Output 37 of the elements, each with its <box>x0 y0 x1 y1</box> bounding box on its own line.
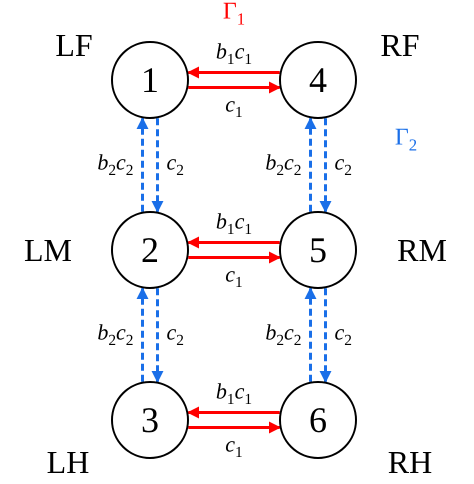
leg-label: RF <box>380 29 420 61</box>
node-circle <box>111 211 189 289</box>
dashed-arrow <box>136 117 148 212</box>
arrow <box>187 236 280 248</box>
arrow <box>188 252 281 264</box>
node-number: 2 <box>141 232 159 268</box>
dashed-arrow <box>304 117 316 212</box>
leg-label: RH <box>388 446 432 478</box>
node-circle <box>279 381 357 459</box>
node-circle <box>111 41 189 119</box>
dashed-arrow <box>320 288 332 383</box>
dashed-arrow <box>152 288 164 383</box>
edge-label: b$_{1}$c$_{1}$ <box>214 40 254 67</box>
dashed-arrow <box>136 287 148 382</box>
group-label: Γ$_{2}$ <box>394 126 418 154</box>
node-circle <box>279 211 357 289</box>
arrow <box>187 406 280 418</box>
leg-label: LM <box>24 234 72 266</box>
node-circle <box>279 41 357 119</box>
edge-label: b$_{1}$c$_{1}$ <box>214 210 254 237</box>
arrow <box>187 66 280 78</box>
dashed-arrow <box>320 118 332 213</box>
dashed-arrow <box>304 287 316 382</box>
node-number: 1 <box>141 62 159 98</box>
node-number: 5 <box>309 232 327 268</box>
group-label: Γ$_{1}$ <box>222 0 246 28</box>
leg-label: LH <box>46 446 90 478</box>
node-circle <box>111 381 189 459</box>
leg-label: RM <box>397 234 447 266</box>
node-number: 4 <box>309 62 327 98</box>
dashed-arrow <box>152 118 164 213</box>
node-number: 6 <box>309 402 327 438</box>
arrow <box>188 422 281 434</box>
edge-label: b$_{1}$c$_{1}$ <box>214 380 254 407</box>
arrow <box>188 82 281 94</box>
leg-label: LF <box>55 29 93 61</box>
node-number: 3 <box>141 402 159 438</box>
